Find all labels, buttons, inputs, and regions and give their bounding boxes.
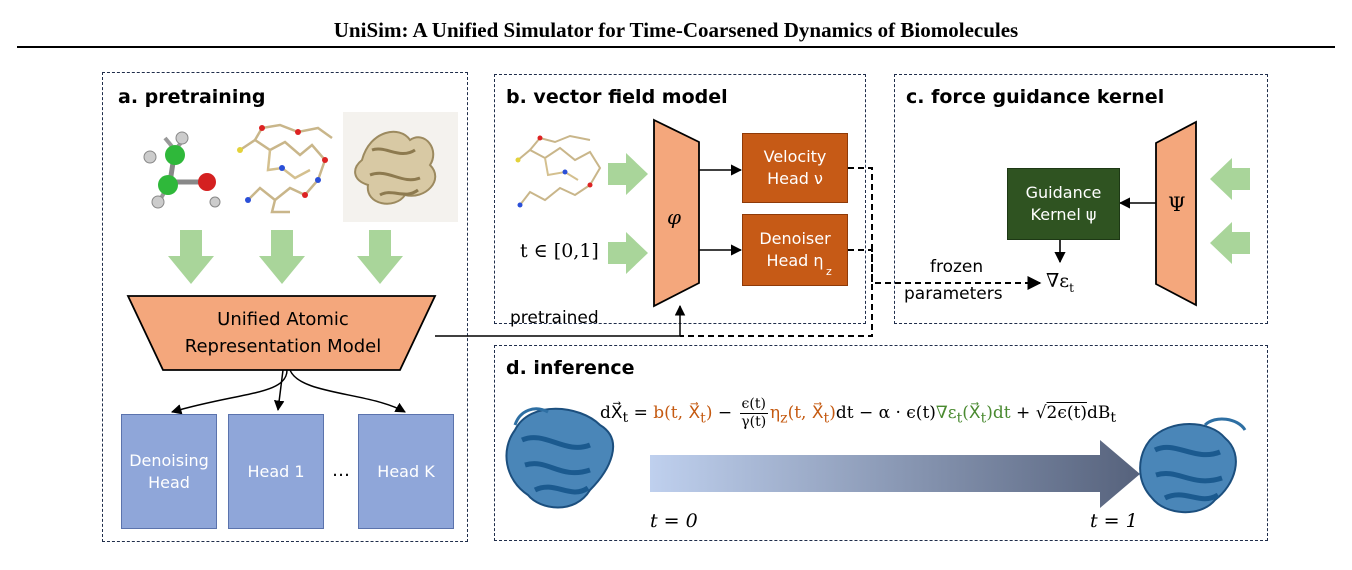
- grad-eps-symbol: ∇ε: [1046, 270, 1070, 292]
- panel-c: [894, 74, 1268, 324]
- pretrained-label: pretrained: [510, 308, 599, 328]
- grad-eps-subscript: t: [1069, 280, 1074, 295]
- header-rule: [17, 46, 1335, 48]
- panel-b-title: b. vector field model: [506, 86, 728, 108]
- denoiser-head-label: Denoiser Head η: [759, 229, 831, 270]
- protein-image: [343, 112, 458, 222]
- t1-label: t = 1: [1090, 510, 1138, 532]
- head-k-box: Head K: [358, 414, 454, 529]
- guidance-kernel-box: Guidance Kernel ψ: [1007, 168, 1120, 240]
- panel-d-title: d. inference: [506, 357, 635, 379]
- green-arrows-b: [608, 153, 648, 274]
- peptide-image-b: [515, 134, 602, 208]
- velocity-head-box: Velocity Head ν: [742, 133, 848, 203]
- green-arrows-c: [1210, 158, 1250, 264]
- frozen-label: frozen: [930, 257, 984, 277]
- psi-big-symbol: Ψ: [1168, 192, 1186, 216]
- unified-model-shape: [126, 295, 437, 371]
- denoiser-head-box: Denoiser Head η: [742, 214, 848, 286]
- panel-a: [102, 72, 468, 542]
- peptide-image: [237, 123, 333, 214]
- time-arrow: [650, 440, 1140, 508]
- phi-encoder-shape: [653, 118, 700, 308]
- parameters-label: parameters: [904, 284, 1003, 304]
- guidance-line1: Guidance: [1025, 183, 1102, 203]
- phi-symbol: φ: [667, 205, 682, 229]
- model-label-line2: Representation Model: [184, 336, 382, 357]
- denoising-head-box: Denoising Head: [121, 414, 217, 529]
- small-molecule-image: [143, 131, 221, 209]
- protein-left-image: [505, 407, 615, 509]
- denoiser-head-subscript: z: [826, 265, 832, 278]
- ellipsis: …: [332, 460, 350, 481]
- green-arrows-a: [168, 230, 403, 284]
- panel-d: [494, 345, 1268, 541]
- head-1-box: Head 1: [228, 414, 324, 529]
- psi-encoder-shape: [1155, 120, 1197, 307]
- panel-c-title: c. force guidance kernel: [906, 86, 1165, 108]
- panel-a-title: a. pretraining: [118, 86, 266, 108]
- t-input-label: t ∈ [0,1]: [520, 240, 599, 262]
- grad-eps-label: ∇εt: [1046, 270, 1074, 295]
- sde-equation: dX⃗t = b(t, X⃗t) − ϵ(t)γ(t)ηz(t, X⃗t)dt …: [600, 396, 1117, 430]
- model-label-line1: Unified Atomic: [217, 309, 349, 330]
- protein-right-image: [1139, 417, 1247, 514]
- page-title: UniSim: A Unified Simulator for Time-Coa…: [333, 18, 1019, 42]
- t0-label: t = 0: [650, 510, 698, 532]
- guidance-line2: Kernel ψ: [1030, 205, 1097, 224]
